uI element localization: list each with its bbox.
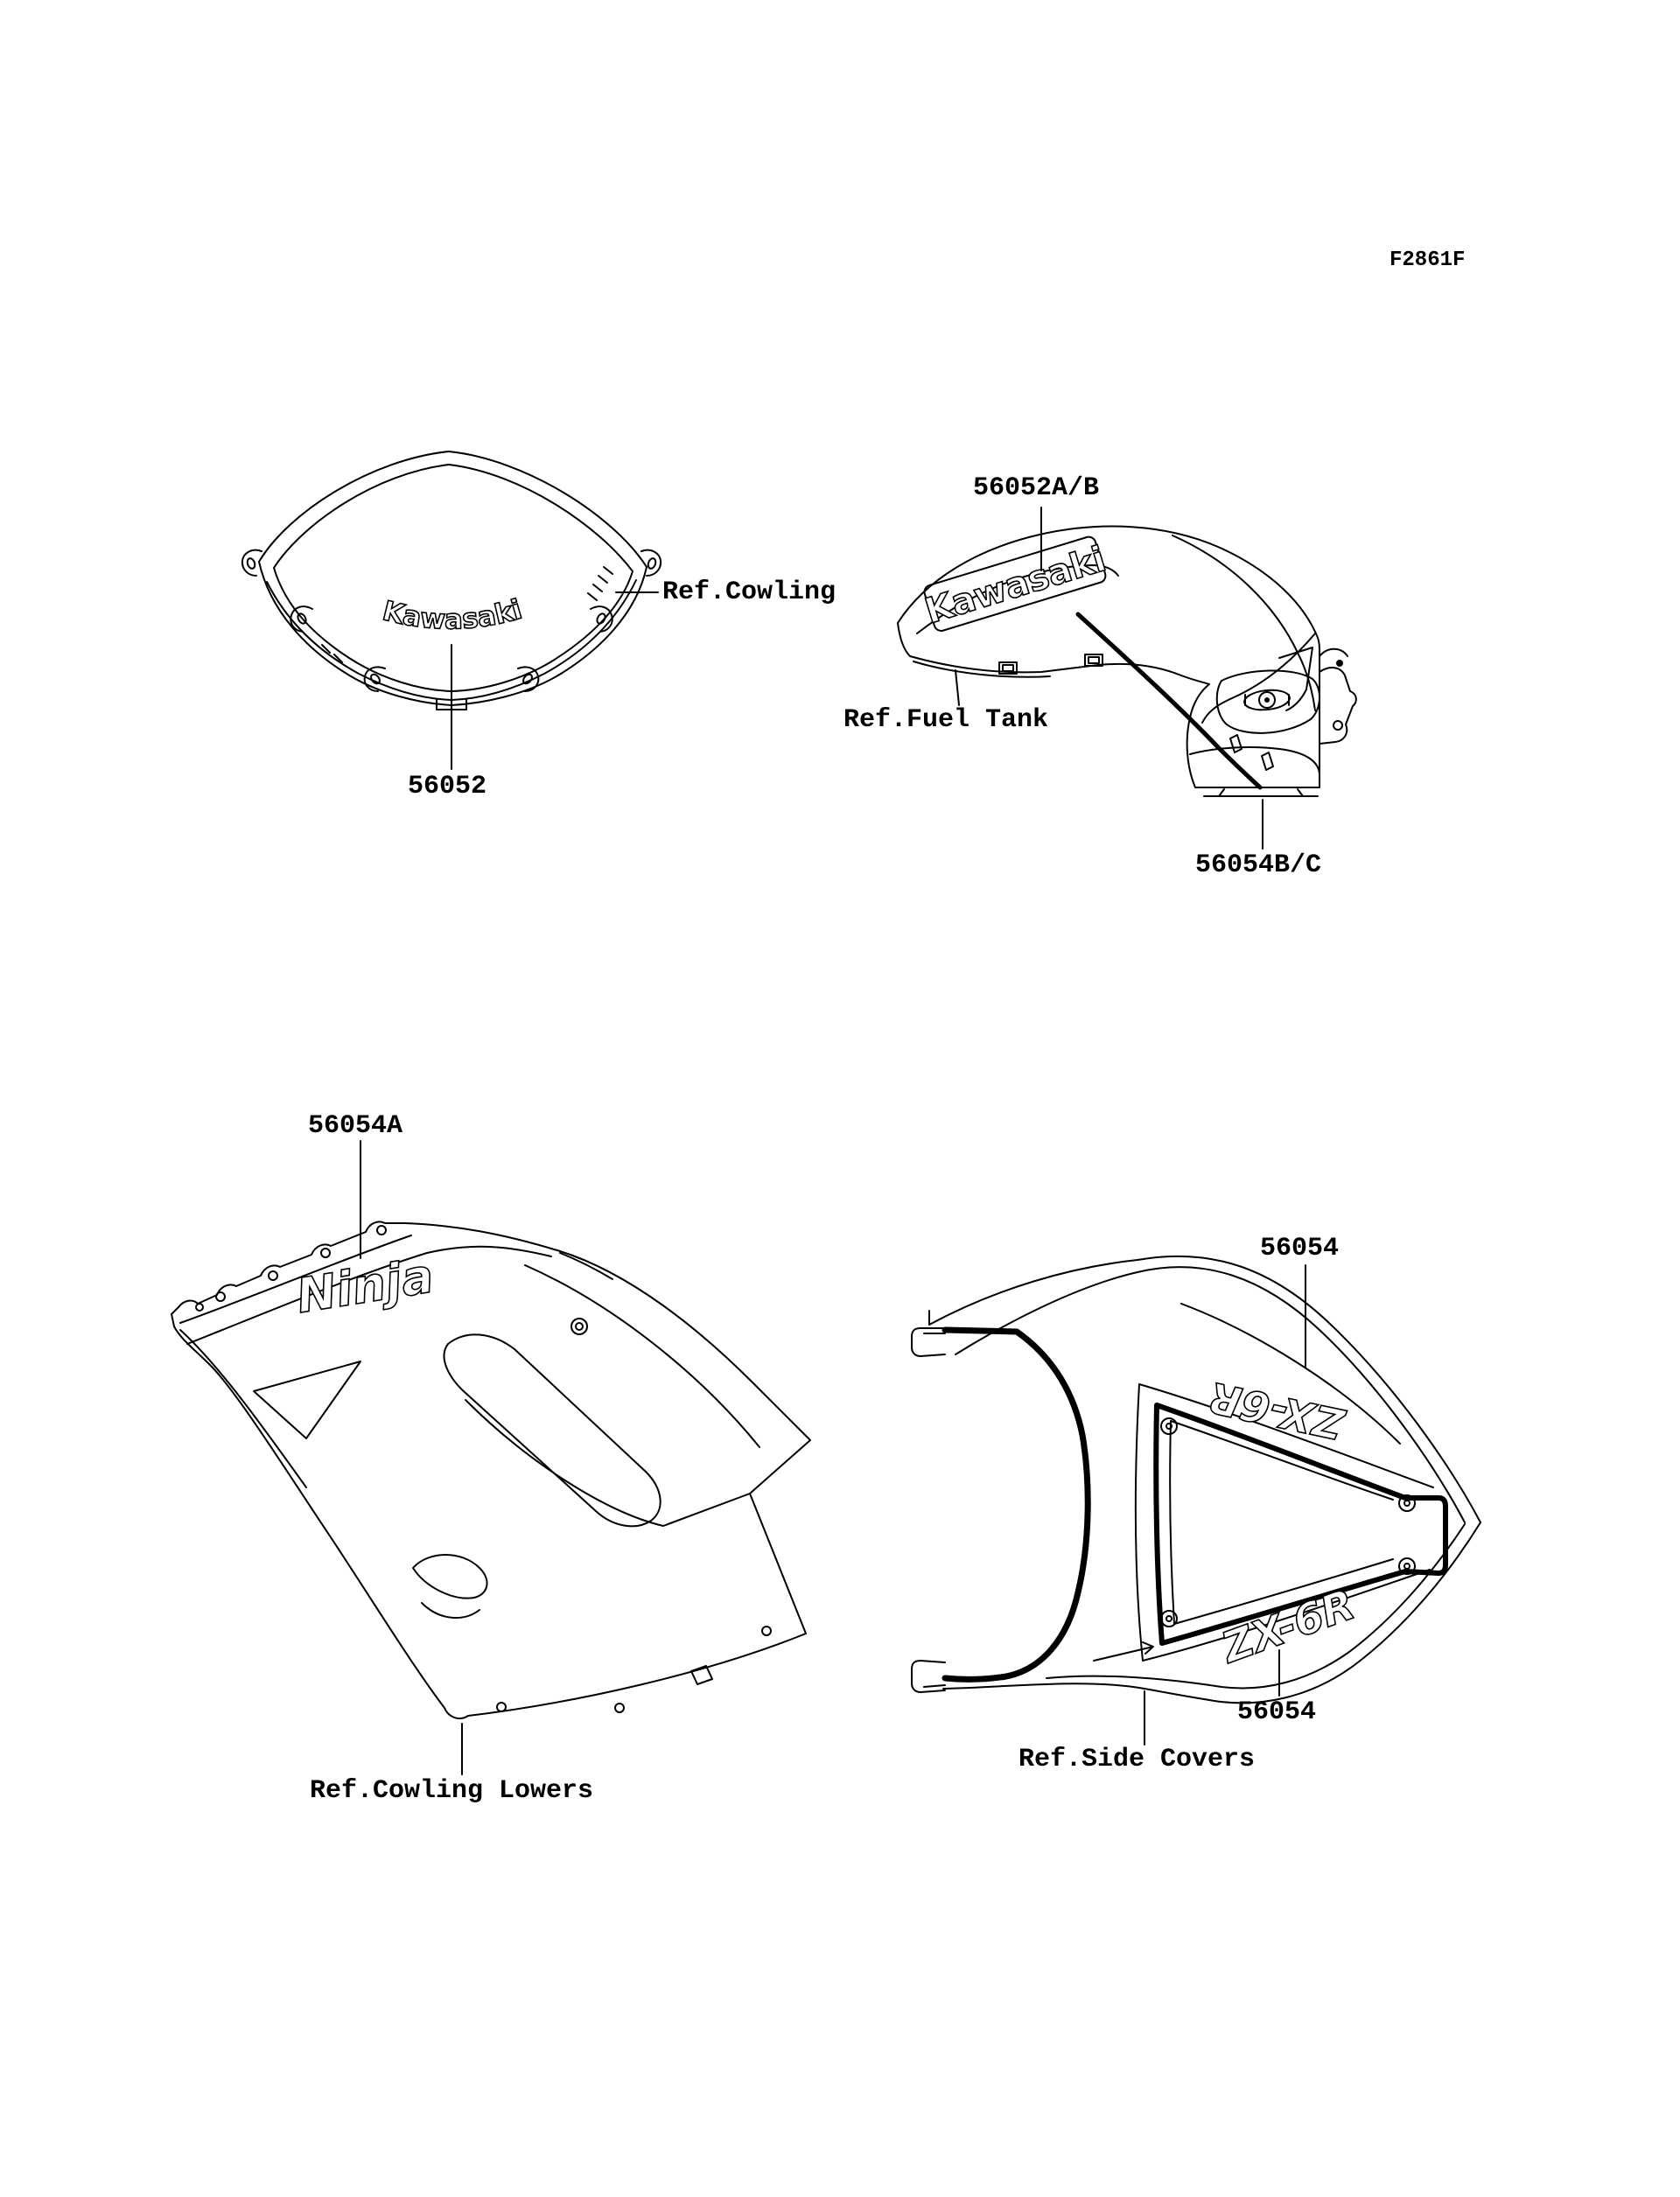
outline-bottom	[942, 1522, 1481, 1704]
inner-top-line	[1172, 535, 1316, 711]
edge-tab	[690, 1665, 713, 1685]
bolt-hole	[761, 1626, 772, 1636]
leader-lines	[360, 507, 1306, 1775]
panel-bolt	[570, 1318, 588, 1335]
inner-bottom-line	[1046, 1523, 1466, 1690]
tab	[517, 666, 540, 692]
outline-top	[928, 1255, 1481, 1523]
panel-bolt-inner	[575, 1322, 584, 1331]
bolt-hole	[614, 1703, 625, 1713]
clip	[998, 661, 1018, 675]
bracket-hole	[1333, 720, 1343, 731]
tab	[363, 666, 386, 692]
mount-hole	[268, 1270, 278, 1281]
part-number-56052: 56052	[408, 772, 487, 801]
windscreen-kawasaki-decal: Kawasaki	[380, 594, 526, 636]
figure-code: F2861F	[1390, 248, 1466, 272]
tab	[290, 605, 313, 633]
seam-double-line	[913, 661, 1051, 678]
inner-edge-line	[273, 464, 634, 692]
vent-slot	[1229, 734, 1242, 753]
mount-hole	[376, 1225, 387, 1235]
tab	[911, 1660, 946, 1693]
ridge-line	[916, 564, 1119, 634]
cowling-lowers-drawing: Ninja	[171, 1221, 811, 1719]
mount-hole	[195, 1303, 204, 1312]
tab-hole	[647, 557, 657, 570]
seat-bolt-inner	[1166, 1615, 1172, 1622]
side-vent-panel	[443, 1333, 662, 1528]
seat-bolt	[1160, 1610, 1178, 1627]
lower-panel-line	[1189, 746, 1320, 776]
leader-ref-fuel-tank	[955, 669, 960, 706]
ref-side-covers-label: Ref.Side Covers	[1018, 1745, 1256, 1774]
mating-band	[942, 1326, 1091, 1683]
crease-line	[1180, 1303, 1401, 1445]
outline-path	[258, 451, 648, 706]
rear-bracket	[1319, 667, 1357, 745]
crease-line	[465, 1399, 751, 1527]
crease-arrow	[1093, 1641, 1154, 1662]
ref-cowling-lowers-label: Ref.Cowling Lowers	[310, 1776, 594, 1806]
seat-opening	[1153, 1403, 1448, 1646]
latch-panel	[1215, 669, 1320, 734]
crease-line	[559, 1252, 613, 1280]
rear-point-detail	[1278, 647, 1313, 711]
seat-bolt	[1398, 1557, 1416, 1575]
recess-triangle	[253, 1361, 361, 1439]
intake-blob	[412, 1554, 488, 1599]
bracket-hook	[1319, 647, 1348, 657]
latch-circle	[1258, 691, 1276, 709]
seat-bolt	[1160, 1417, 1178, 1435]
fuel-tank-drawing: Kawasaki	[897, 525, 1357, 797]
tab-hole	[522, 673, 533, 685]
ninja-decal: Ninja	[293, 1248, 438, 1324]
part-number-56054-lower: 56054	[1237, 1697, 1317, 1727]
seat-bolt-inner	[1404, 1563, 1410, 1570]
mount-band-line	[186, 1245, 552, 1345]
outline-path	[171, 1221, 811, 1719]
tank-seam-line	[897, 622, 1210, 685]
inner-top-line	[955, 1266, 1466, 1523]
outline-path	[897, 525, 1320, 788]
bracket-pin	[1336, 660, 1343, 667]
ref-fuel-tank-label: Ref.Fuel Tank	[844, 705, 1049, 735]
pedestal	[1203, 788, 1319, 797]
mount-hole	[215, 1291, 226, 1302]
mount-band-line	[179, 1235, 412, 1324]
tab	[590, 605, 613, 633]
tab-hole	[246, 557, 256, 570]
latch-marks	[1244, 694, 1290, 706]
tab-hole	[370, 673, 381, 685]
tab	[640, 549, 662, 577]
part-number-56052ab: 56052A/B	[973, 473, 1100, 503]
sweep-curve	[1075, 612, 1263, 790]
intake-line	[421, 1602, 480, 1620]
latch-pin	[1264, 697, 1270, 703]
clip	[1084, 654, 1103, 667]
ref-cowling-label: Ref.Cowling	[662, 577, 836, 607]
mount-hole	[320, 1248, 331, 1258]
recess-boundary	[1134, 1383, 1434, 1662]
side-covers-drawing: ZX-6R ZX-6R	[911, 1255, 1481, 1704]
tab-hole	[297, 612, 307, 625]
seat-bolt	[1398, 1494, 1416, 1512]
vent-slot	[1261, 752, 1274, 771]
part-number-56054a: 56054A	[308, 1111, 403, 1141]
seat-bolt-inner	[1404, 1500, 1410, 1507]
part-number-56054bc: 56054B/C	[1195, 850, 1322, 880]
tab	[911, 1310, 946, 1357]
crease-line	[524, 1264, 760, 1448]
seat-bolt-inner	[1166, 1423, 1172, 1430]
hatch-ticks	[321, 566, 613, 663]
decal-border	[923, 535, 1107, 632]
rear-crease	[1201, 633, 1316, 724]
bolt-hole	[496, 1702, 507, 1712]
tab	[241, 549, 262, 577]
part-number-56054-upper: 56054	[1260, 1234, 1340, 1263]
edge-inner-line	[179, 1329, 307, 1488]
tab-hole	[596, 612, 606, 625]
